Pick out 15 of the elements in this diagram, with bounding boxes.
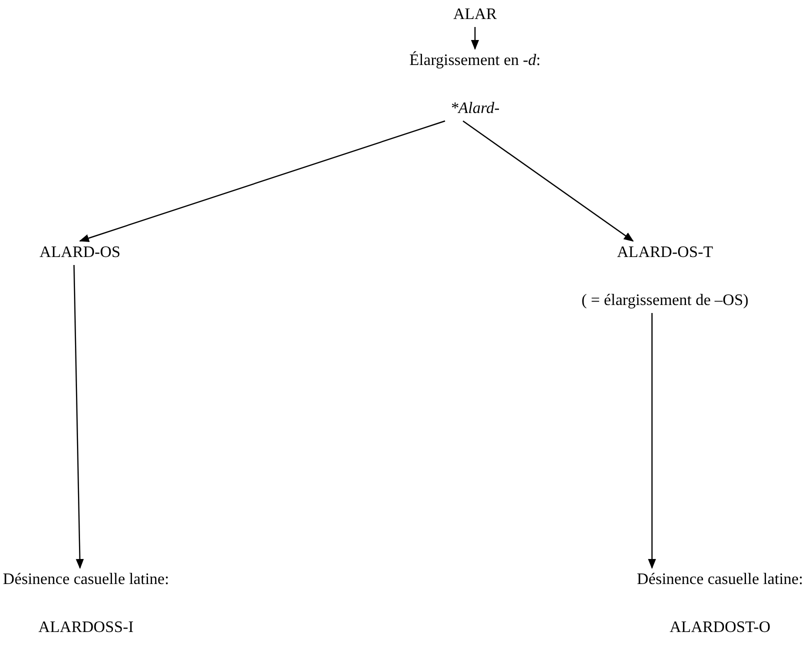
arrow — [73, 264, 84, 569]
node-text: ALARD-OS-T — [617, 244, 713, 262]
node-text: Désinence casuelle latine: — [2, 571, 170, 589]
node-text: ALARDOSS-I — [38, 619, 134, 637]
node-text: ( = élargissement de –OS) — [582, 292, 748, 310]
node-text: ALAR — [453, 6, 497, 24]
node-text: Désinence casuelle latine: — [636, 571, 804, 589]
arrow — [79, 120, 446, 242]
arrow — [462, 120, 634, 242]
arrow — [648, 313, 656, 569]
node-text: ALARDOST-O — [670, 619, 770, 637]
node-text: ALARD-OS — [40, 244, 120, 262]
node-text: Élargissement en -d: — [409, 52, 541, 70]
node-text: *Alard- — [450, 100, 500, 118]
arrow — [471, 27, 479, 50]
